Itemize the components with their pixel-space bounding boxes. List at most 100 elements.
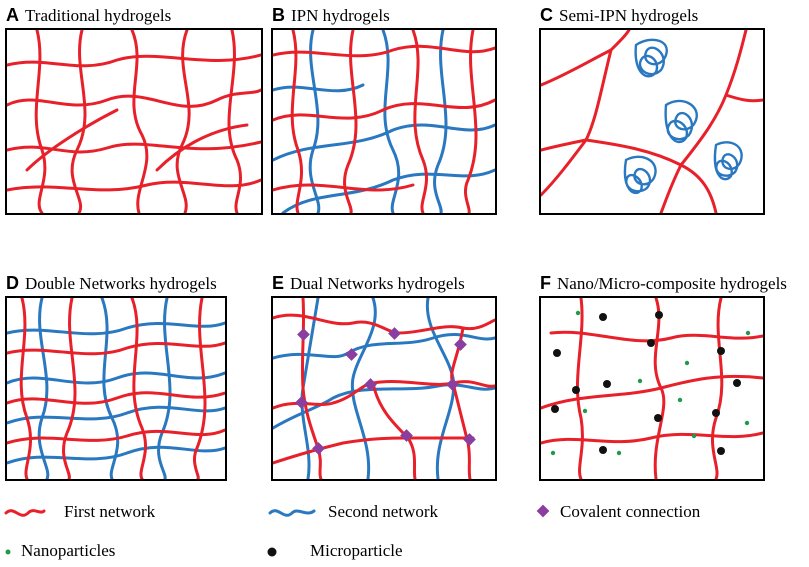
microparticle-dot [733,379,741,387]
second-network-legend-symbol [268,509,316,517]
first-network-strand [541,431,763,445]
covalent-connection-legend-label: Covalent connection [560,502,701,521]
second-network-strand [273,123,495,162]
nanoparticle-dot [575,310,581,316]
nanoparticle-dot [684,360,690,366]
second-network-strand [37,298,50,479]
microparticle-dot [717,447,725,455]
panel-e-title: E Dual Networks hydrogels [272,273,465,294]
covalent-connection-marker [345,348,358,361]
first-network-strand [192,298,207,479]
panel-d-title-text: Double Networks hydrogels [25,274,217,293]
covalent-connection-marker [388,327,401,340]
first-network-strand [653,298,666,479]
panel-c-network-svg [541,30,763,213]
nanoparticle-dot [745,330,751,336]
first-network-strand [541,30,631,87]
first-network-strand [450,326,472,479]
microparticle-legend-symbol [267,547,277,557]
first-network-strand [7,428,225,445]
first-network-strand [7,391,225,405]
second-network-strand [7,371,225,385]
covalent-connection-marker [454,338,467,351]
panel-e-letter: E [272,273,285,293]
second-network-coil [623,155,657,195]
first-network-strand [130,30,149,213]
first-network-strand [541,138,588,152]
second-network-coil [713,141,743,181]
microparticle-dot [572,386,580,394]
first-network-strand [584,138,718,213]
first-network-legend-symbol [4,509,46,517]
first-network-strand [175,30,191,213]
panel-d-letter: D [6,273,19,293]
first-network-strand [19,298,32,479]
microparticle-legend-label: Microparticle [310,541,403,560]
nanoparticle-dot [550,450,556,456]
nanoparticles-legend-label: Nanoparticles [21,541,116,560]
second-network-strand [381,30,401,213]
second-network-strand [7,321,225,336]
panel-e-title-text: Dual Networks hydrogels [290,274,465,293]
microparticle-dot [717,347,725,355]
panel-a-network-svg [7,30,261,213]
second-network-strand [100,298,120,479]
first-network-strand [724,93,763,103]
first-network-strand [273,98,495,122]
first-network-strand [7,140,261,154]
panel-e-diagram [271,296,497,481]
nanoparticle-dot [677,397,683,403]
second-network-strand [273,83,365,93]
panel-b-network-svg [273,30,495,213]
covalent-connection-marker [446,378,459,391]
second-network-legend-label: Second network [328,502,439,521]
microparticle-dot [603,380,611,388]
panel-f-title: F Nano/Micro-composite hydrogels [540,273,787,294]
covalent-connection-marker [364,378,377,391]
second-network-strand [308,30,321,213]
covalent-connection-marker [312,442,325,455]
second-network-strand [433,30,448,213]
microparticle-dot [647,339,655,347]
panel-f-letter: F [540,273,551,293]
second-network-coil [664,99,698,144]
nanoparticle-dot [616,450,622,456]
second-network-strand [157,298,172,479]
microparticle-dot [551,405,559,413]
first-network-strand [273,183,415,192]
first-network-strand [130,298,148,479]
first-network-strand [411,30,429,213]
panel-b-title-text: IPN hydrogels [291,6,390,25]
microparticle-dot [655,311,663,319]
first-network-strand [227,30,243,213]
microparticle-dot [599,313,607,321]
panel-b-diagram [271,28,497,215]
nanoparticle-dot [637,378,643,384]
second-network-coil [634,38,668,78]
first-network-strand [290,30,303,213]
first-network-strand [7,53,261,68]
first-network-strand [541,48,613,197]
panel-d-network-svg [7,298,225,479]
panel-a-title-text: Traditional hydrogels [25,6,172,25]
panel-b-title: B IPN hydrogels [272,5,390,26]
nanoparticle-dot [744,420,750,426]
first-network-strand [371,381,417,479]
panel-f-title-text: Nano/Micro-composite hydrogels [557,274,787,293]
first-network-strand [34,30,47,213]
covalent-connection-marker [295,396,308,409]
panel-b-letter: B [272,5,285,25]
covalent-connection-marker [297,328,310,341]
first-network-strand [62,298,77,479]
nanoparticles-legend-symbol [5,549,11,555]
first-network-strand [659,163,683,213]
panel-c-letter: C [540,5,553,25]
first-network-legend-label: First network [64,502,156,521]
first-network-strand [155,123,249,172]
panel-d-diagram [5,296,227,481]
second-network-strand [281,168,495,213]
covalent-connection-legend-symbol [536,504,550,518]
first-network-strand [549,330,763,343]
